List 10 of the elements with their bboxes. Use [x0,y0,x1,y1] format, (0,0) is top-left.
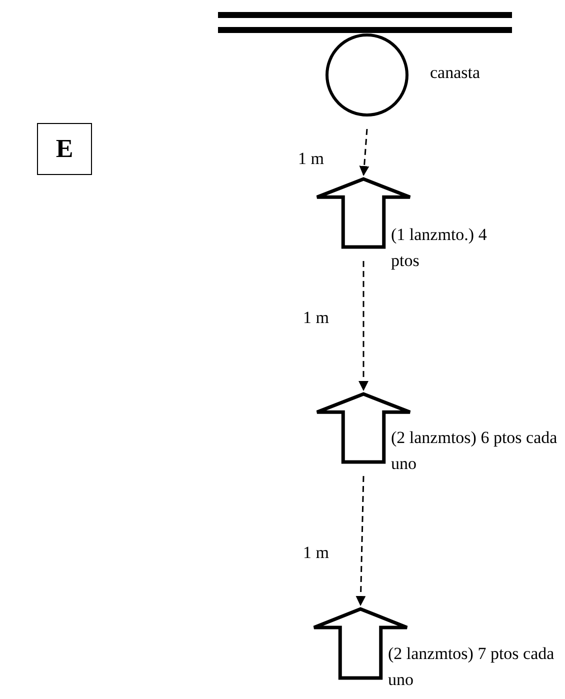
score-note: (2 lanzmtos) 7 ptos cada uno [388,643,556,691]
basket-hoop [325,33,409,117]
basket-label: canasta [430,62,482,84]
distance-arrow [359,128,370,176]
score-note: (1 lanzmto.) 4 ptos [391,224,488,272]
score-note: (2 lanzmtos) 6 ptos cada uno [391,427,558,475]
box-letter: E [56,134,74,164]
distance-arrow [356,476,366,606]
label-box [37,123,92,175]
distance-arrow [358,261,368,391]
